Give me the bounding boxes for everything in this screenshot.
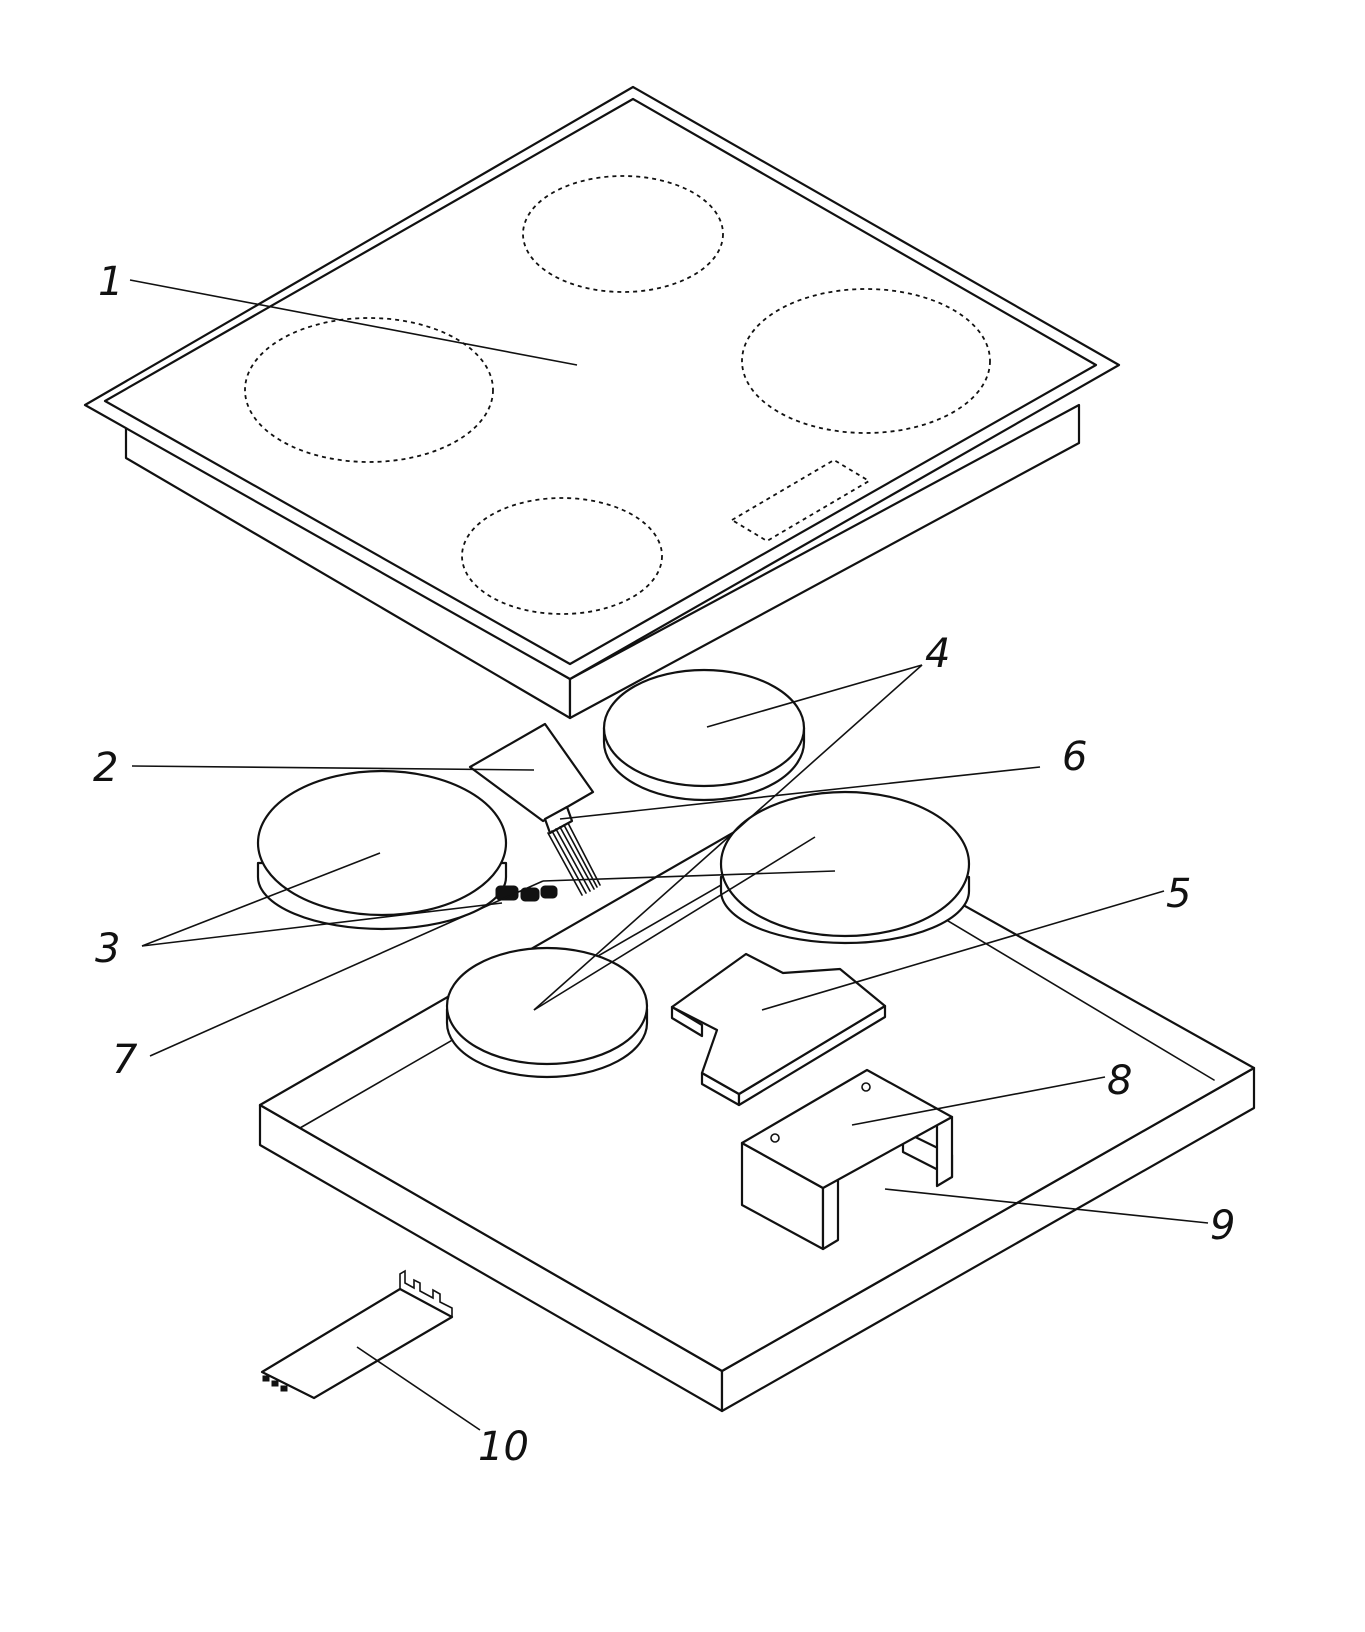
control-module	[468, 722, 595, 823]
part-labels: 1 2 3 4 5 6 7 8 9 10	[93, 259, 1235, 1470]
burner-small-front	[445, 946, 649, 1079]
leader-6	[559, 766, 1041, 820]
leader-lines	[129, 279, 1209, 1431]
leader-7b	[542, 870, 836, 882]
mounting-bracket	[740, 1068, 954, 1251]
glass-cooktop-top	[83, 85, 1121, 720]
label-3: 3	[95, 926, 120, 972]
label-9: 9	[1210, 1203, 1235, 1249]
leader-4c	[533, 836, 816, 1011]
label-1: 1	[98, 259, 123, 305]
terminal-cover-bracket	[260, 1269, 454, 1400]
burner-large-left	[256, 769, 508, 931]
leader-4b	[533, 664, 923, 1011]
burner-large-right	[719, 790, 971, 945]
cooking-zone-left	[244, 317, 494, 463]
ribbon-cable	[543, 805, 601, 896]
cooking-zone-front	[461, 497, 663, 615]
label-5: 5	[1166, 871, 1191, 917]
control-area-outline	[730, 458, 871, 543]
leader-5	[761, 890, 1165, 1011]
label-7: 7	[112, 1037, 138, 1083]
leader-1	[129, 279, 578, 366]
leader-2	[131, 765, 535, 771]
cooking-zone-back	[522, 175, 724, 293]
leader-7	[149, 880, 544, 1057]
leader-4a	[706, 664, 923, 728]
label-6: 6	[1062, 734, 1087, 780]
heating-elements-layer	[256, 668, 806, 931]
cooking-zone-right	[741, 288, 991, 434]
leader-8	[851, 1076, 1106, 1126]
burner-small-back	[602, 668, 806, 802]
label-8: 8	[1107, 1058, 1132, 1104]
terminal-blocks	[495, 885, 558, 902]
leader-10	[356, 1346, 481, 1431]
label-2: 2	[93, 745, 118, 791]
leader-9	[884, 1188, 1209, 1224]
leader-3b	[141, 902, 503, 947]
leader-3a	[141, 852, 381, 947]
label-10: 10	[478, 1424, 529, 1470]
label-4: 4	[925, 631, 950, 677]
